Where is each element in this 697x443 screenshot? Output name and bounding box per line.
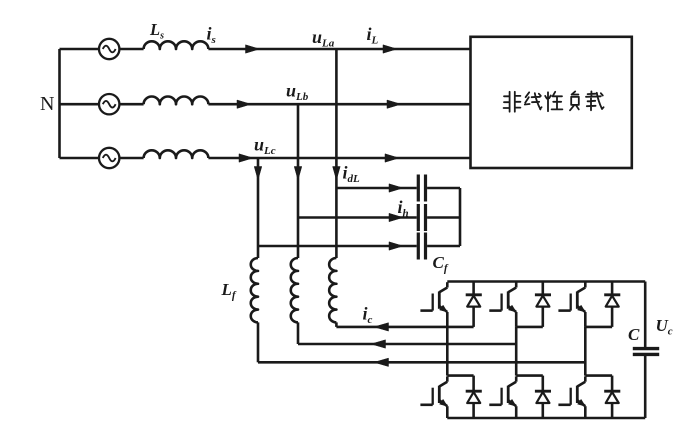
svg-text:ic: ic <box>363 304 373 327</box>
svg-text:is: is <box>207 24 216 47</box>
svg-text:ih: ih <box>398 197 409 220</box>
svg-text:C: C <box>628 325 640 344</box>
svg-text:N: N <box>40 93 54 115</box>
